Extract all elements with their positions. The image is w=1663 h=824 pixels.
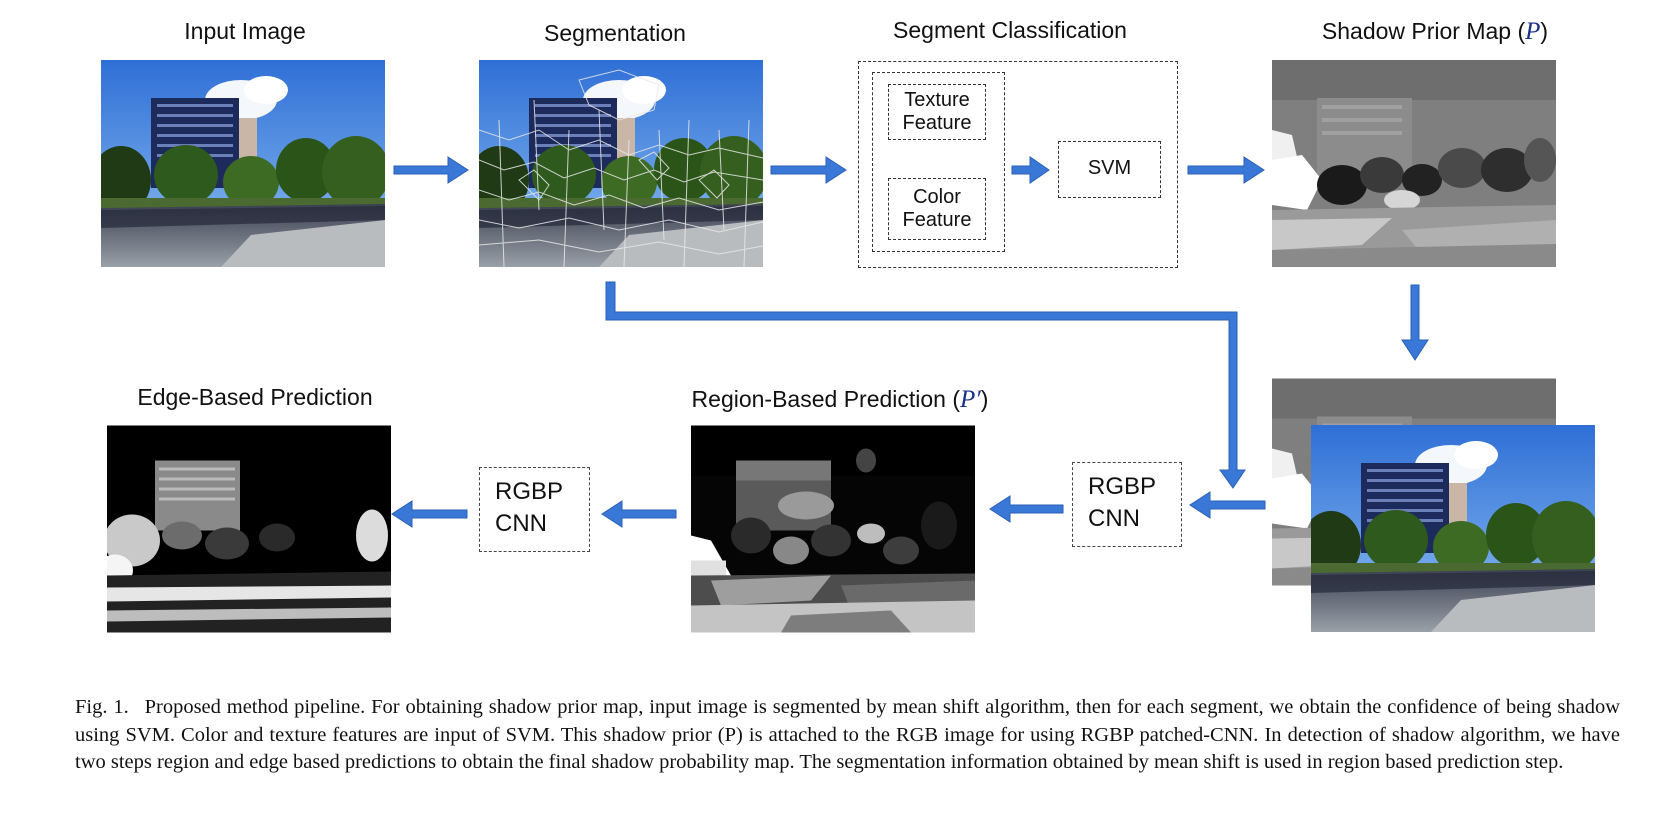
arrow-segmentation-route: [605, 281, 1246, 489]
label-region-based-prediction: Region-Based Prediction (P′): [670, 386, 1010, 414]
figure-number: Fig. 1.: [75, 696, 129, 718]
symbol-p: P: [1525, 18, 1541, 45]
label-region-text: Region-Based Prediction (: [691, 386, 961, 412]
rgbp-cnn-box-left: RGBP CNN: [479, 467, 590, 552]
label-edge-based-prediction: Edge-Based Prediction: [137, 384, 373, 410]
label-shadow-prior-map: Shadow Prior Map (P): [1290, 18, 1580, 46]
label-segmentation: Segmentation: [544, 20, 686, 46]
arrow-stack-to-cnn: [1189, 491, 1266, 519]
color-line1: Color: [913, 186, 961, 208]
color-line2: Feature: [902, 209, 972, 231]
svm-label: SVM: [1087, 157, 1132, 179]
arrow-cnn-to-region: [989, 495, 1064, 523]
arrow-cnn-to-edge: [391, 500, 468, 528]
svm-box: [1058, 141, 1161, 198]
color-feature-box: [888, 178, 986, 240]
arrow-classification-to-prior: [1187, 156, 1265, 184]
texture-line1: Texture: [904, 89, 970, 111]
label-input-image: Input Image: [184, 18, 306, 44]
rgbp-cnn-box-right: RGBP CNN: [1072, 462, 1182, 547]
arrow-input-to-segmentation: [393, 156, 469, 184]
color-feature-label: Color Feature: [888, 186, 986, 232]
rgbp-cnn-left-line2: CNN: [495, 510, 547, 537]
label-segment-classification: Segment Classification: [893, 17, 1127, 43]
arrow-region-to-cnn: [601, 500, 677, 528]
label-shadow-prior-close: ): [1540, 18, 1549, 44]
texture-line2: Feature: [902, 112, 972, 134]
figure-caption: Fig. 1. Proposed method pipeline. For ob…: [75, 694, 1620, 777]
segment-classification-box: [858, 61, 1178, 268]
rgbp-cnn-right-line1: RGBP: [1088, 473, 1157, 500]
symbol-p-prime: P′: [960, 386, 981, 413]
texture-feature-label: Texture Feature: [888, 89, 986, 135]
label-shadow-prior-text: Shadow Prior Map (: [1321, 18, 1526, 44]
caption-text: Proposed method pipeline. For obtaining …: [75, 696, 1621, 773]
arrow-features-to-svm: [1011, 156, 1050, 184]
feature-group-box: [872, 72, 1005, 252]
label-region-close: ): [980, 386, 989, 412]
arrow-segmentation-to-classification: [770, 156, 847, 184]
rgbp-cnn-left-line1: RGBP: [495, 478, 564, 505]
arrow-prior-down: [1401, 284, 1429, 361]
rgbp-cnn-right-line2: CNN: [1088, 505, 1140, 532]
texture-feature-box: [888, 84, 986, 140]
